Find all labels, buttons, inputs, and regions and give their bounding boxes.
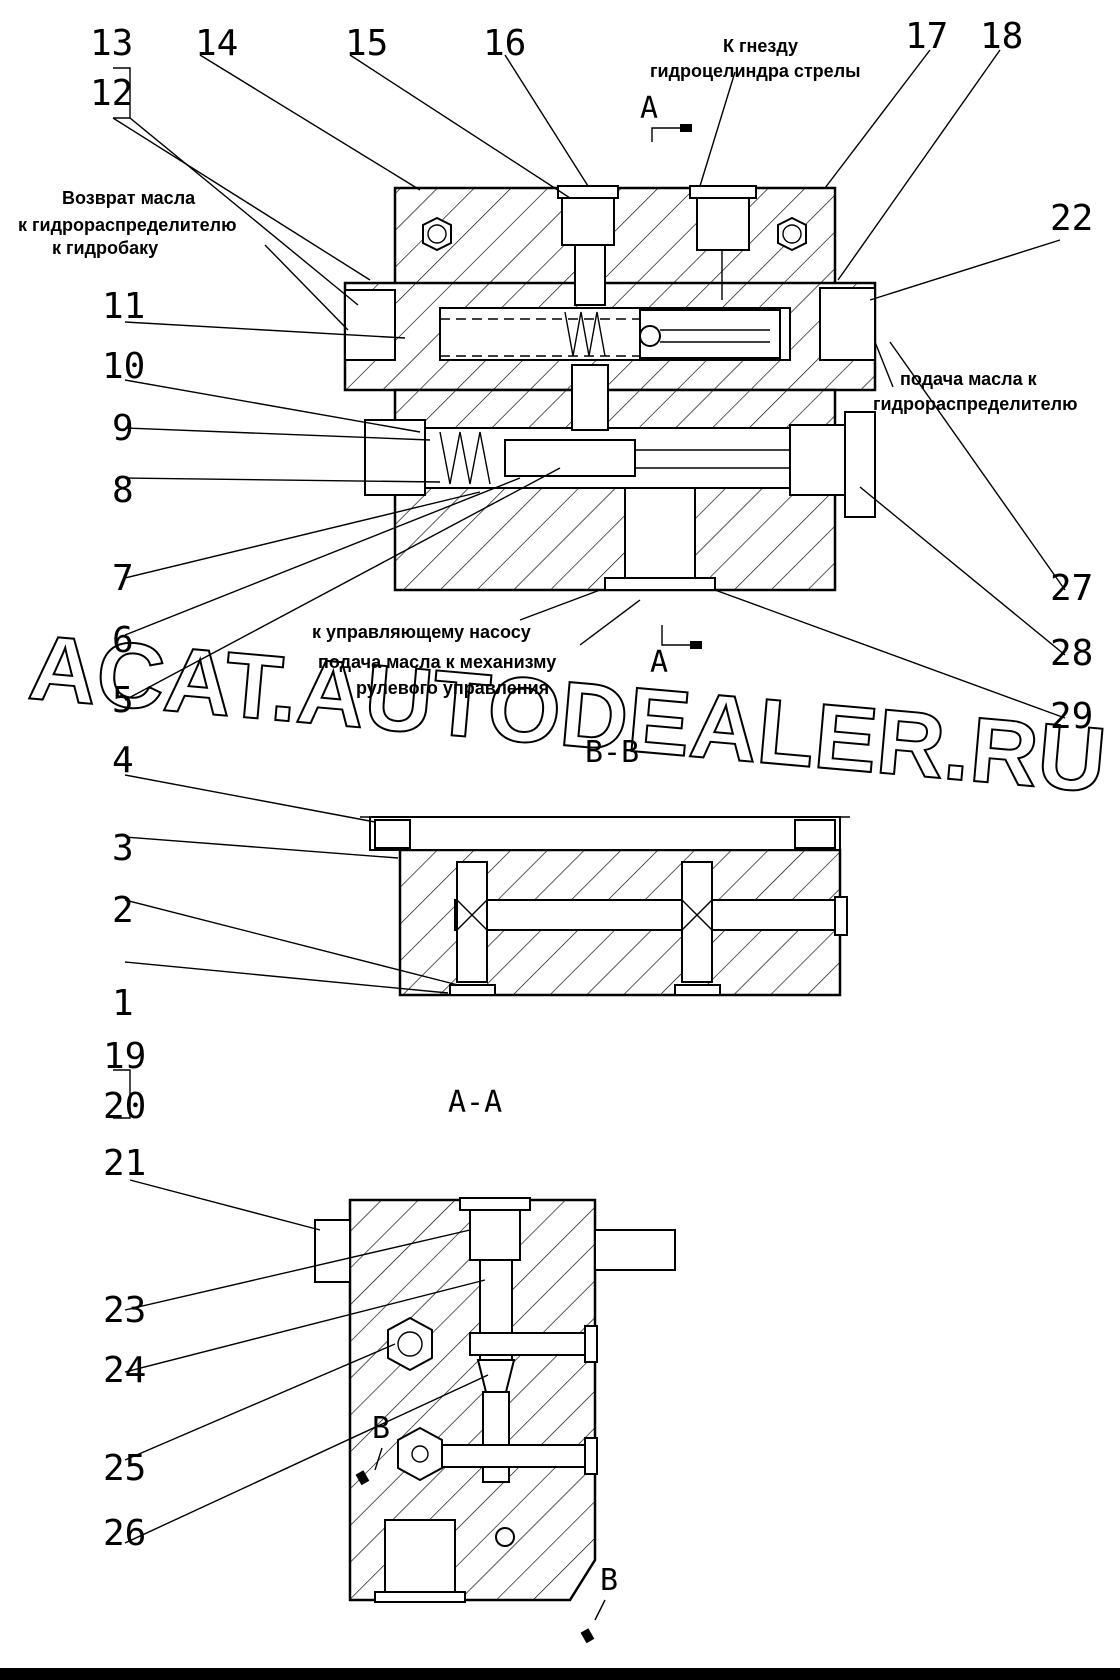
bolt-a-head xyxy=(387,1316,433,1372)
lower-spring xyxy=(439,431,491,485)
section-b-left-label: B xyxy=(372,1411,390,1446)
oil-supply-distributor-line-2: гидрораспределителю xyxy=(873,394,1077,414)
part-number-24: 24 xyxy=(103,1350,146,1391)
section-bb-view xyxy=(360,816,850,997)
part-number-2: 2 xyxy=(112,890,134,931)
plug-26 xyxy=(384,1519,456,1596)
left-plug-8 xyxy=(364,419,426,496)
right-plug-28 xyxy=(789,424,846,496)
control-pump-label: к управляющему насосу xyxy=(312,622,531,642)
annotations: К гнезду гидроцелиндра стрелы Возврат ма… xyxy=(18,36,1077,698)
return-spring xyxy=(564,311,606,357)
right-plug-22 xyxy=(819,287,876,361)
main-view xyxy=(343,185,877,592)
cylinder-socket-line-2: гидроцелиндра стрелы xyxy=(650,61,861,81)
part-number-10: 10 xyxy=(102,346,145,387)
part-number-17: 17 xyxy=(905,16,948,57)
section-bb-title: B-B xyxy=(585,735,639,770)
part-number-22: 22 xyxy=(1050,198,1093,239)
part-number-5: 5 xyxy=(112,680,134,721)
oil-return-line-1: Возврат масла xyxy=(62,188,196,208)
part-number-29: 29 xyxy=(1050,696,1093,737)
section-aa-title: А-А xyxy=(448,1085,502,1120)
steering-supply-line-2: рулевого управления xyxy=(356,678,549,698)
side-port xyxy=(594,1229,676,1271)
part-number-26: 26 xyxy=(103,1513,146,1554)
bottom-border xyxy=(0,1668,1120,1680)
part-number-23: 23 xyxy=(103,1290,146,1331)
part-number-11: 11 xyxy=(102,286,145,327)
lower-block xyxy=(393,388,837,592)
plug-23 xyxy=(469,1204,521,1261)
cylinder-socket-line-1: К гнезду xyxy=(723,36,798,56)
part-number-25: 25 xyxy=(103,1448,146,1489)
watermark: ACAT.AUTODEALER.RU xyxy=(25,616,1110,812)
part-number-20: 20 xyxy=(103,1086,146,1127)
bolt-b-head xyxy=(397,1426,443,1482)
part-number-14: 14 xyxy=(195,23,238,64)
section-a-top-label: А xyxy=(640,91,658,126)
part-number-6: 6 xyxy=(112,620,134,661)
part-number-3: 3 xyxy=(112,828,134,869)
part-number-16: 16 xyxy=(483,23,526,64)
section-aa-block xyxy=(348,1198,597,1602)
part-number-7: 7 xyxy=(112,558,134,599)
check-valve-6 xyxy=(504,439,636,477)
part-number-21: 21 xyxy=(103,1143,146,1184)
port-plug-29 xyxy=(624,487,696,584)
part-number-28: 28 xyxy=(1050,633,1093,674)
section-b-bottom-label: B xyxy=(600,1563,618,1598)
oil-supply-distributor-line-1: подача масла к xyxy=(900,369,1038,389)
part-number-27: 27 xyxy=(1050,568,1093,609)
section-markers: А А B-B А-А B B xyxy=(355,91,702,1644)
part-number-15: 15 xyxy=(345,23,388,64)
bolt-18-head xyxy=(777,216,807,252)
part-number-8: 8 xyxy=(112,470,134,511)
leader-lines xyxy=(112,49,1066,1544)
part-numbers: 13 12 14 15 16 17 18 22 11 10 9 8 7 6 5 … xyxy=(90,16,1093,1554)
side-cap-19 xyxy=(314,1219,351,1283)
oil-return-line-2: к гидрораспределителю xyxy=(18,215,236,235)
section-a-bottom-label: А xyxy=(650,645,668,680)
part-number-12: 12 xyxy=(90,73,133,114)
part-number-13: 13 xyxy=(90,23,133,64)
part-number-18: 18 xyxy=(980,16,1023,57)
part-number-9: 9 xyxy=(112,408,134,449)
part-number-1: 1 xyxy=(112,983,134,1024)
part-number-19: 19 xyxy=(103,1036,146,1077)
section-aa-view xyxy=(314,1197,676,1603)
part-number-4: 4 xyxy=(112,740,134,781)
steering-supply-line-1: подача масла к механизму xyxy=(318,652,556,672)
bolt-14-head xyxy=(422,216,452,252)
oil-return-line-3: к гидробаку xyxy=(52,238,158,258)
